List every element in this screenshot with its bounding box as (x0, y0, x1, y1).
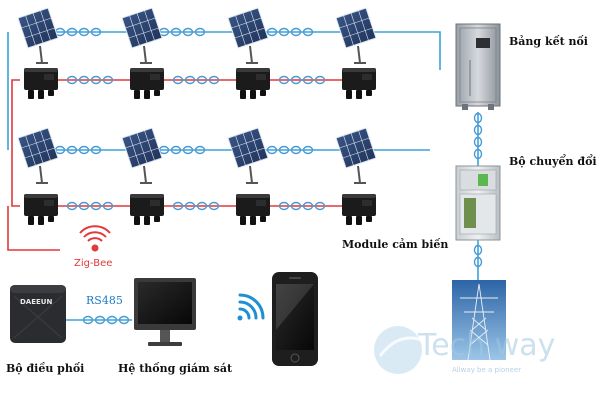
sensor-wiring (7, 79, 362, 251)
label-coordinator: Bộ điều phối (6, 362, 85, 375)
connector-ring (473, 244, 483, 256)
connector-ring (66, 27, 78, 37)
sensor-module-icon (342, 194, 376, 225)
connector-ring (290, 145, 302, 155)
wireless-icon (237, 293, 265, 321)
connector-ring (302, 75, 314, 85)
label-rs485: RS485 (86, 294, 123, 307)
label-monitoring-system: Hệ thống giám sát (118, 362, 233, 375)
watermark-tagline: Allway be a pioneer (452, 366, 522, 374)
solar-panel-icon (121, 7, 163, 64)
connector-ring (170, 145, 182, 155)
connector-ring (266, 145, 278, 155)
connector-ring (278, 75, 290, 85)
connector-ring (182, 27, 194, 37)
connector-ring (66, 75, 78, 85)
coordinator-icon (10, 285, 66, 343)
connector-ring (196, 201, 208, 211)
connector-ring (78, 201, 90, 211)
connector-ring (78, 75, 90, 85)
power-tower-icon (452, 280, 506, 361)
solar-panel-icon (121, 127, 163, 184)
label-zigbee: Zig-Bee (74, 258, 113, 269)
monitor-icon (134, 278, 196, 346)
connector-ring (290, 27, 302, 37)
connector-ring (182, 145, 194, 155)
connector-ring (278, 201, 290, 211)
connector-ring (90, 145, 102, 155)
solar-panel-icon (335, 127, 377, 184)
sensor-module-icon (24, 68, 58, 99)
connector-ring (473, 136, 483, 148)
connector-ring (78, 145, 90, 155)
connector-ring (473, 148, 483, 160)
connector-ring (184, 75, 196, 85)
connector-ring (290, 201, 302, 211)
connector-ring (78, 27, 90, 37)
connector-ring (314, 201, 326, 211)
connector-ring (90, 75, 102, 85)
sensor-module-icon (342, 68, 376, 99)
inverter-icon (455, 165, 501, 241)
connector-ring (194, 27, 206, 37)
connector-ring (90, 201, 102, 211)
label-junction-box: Bảng kết nối (509, 35, 588, 48)
solar-panel-icon (227, 7, 269, 64)
connector-ring (302, 201, 314, 211)
sensor-module-icon (24, 194, 58, 225)
connector-ring (90, 27, 102, 37)
connector-ring (102, 201, 114, 211)
connector-ring (278, 27, 290, 37)
connector-ring (102, 75, 114, 85)
connector-ring (66, 145, 78, 155)
sensor-module-icon (236, 68, 270, 99)
connector-ring (170, 27, 182, 37)
solar-panel-icon (17, 7, 59, 64)
zigbee-signal-icon (79, 225, 111, 252)
smartphone-icon (272, 272, 318, 366)
connector-ring (194, 145, 206, 155)
connector-ring (266, 27, 278, 37)
solar-panel-icon (335, 7, 377, 64)
connector-ring (278, 145, 290, 155)
connector-ring (473, 112, 483, 124)
connector-ring (473, 124, 483, 136)
connector-ring (208, 75, 220, 85)
connector-ring (208, 201, 220, 211)
connector-ring (196, 75, 208, 85)
sensor-module-icon (236, 194, 270, 225)
connector-ring (172, 75, 184, 85)
connector-ring (66, 201, 78, 211)
sensor-module-icon (130, 194, 164, 225)
connector-ring (302, 27, 314, 37)
label-sensor-module: Module cảm biến (342, 238, 449, 251)
label-inverter: Bộ chuyển đổi (509, 155, 597, 168)
sensor-module-icon (130, 68, 164, 99)
connector-ring (290, 75, 302, 85)
watermark-logo (374, 326, 423, 374)
connector-ring (184, 201, 196, 211)
connector-ring (473, 256, 483, 268)
junction-box-icon (455, 23, 501, 110)
connector-ring (302, 145, 314, 155)
connector-ring (314, 75, 326, 85)
solar-panel-icon (227, 127, 269, 184)
watermark-text: Tech way (418, 328, 556, 363)
solar-panel-icon (17, 127, 59, 184)
coordinator-logo: DAEEUN (20, 298, 53, 306)
connector-ring (172, 201, 184, 211)
